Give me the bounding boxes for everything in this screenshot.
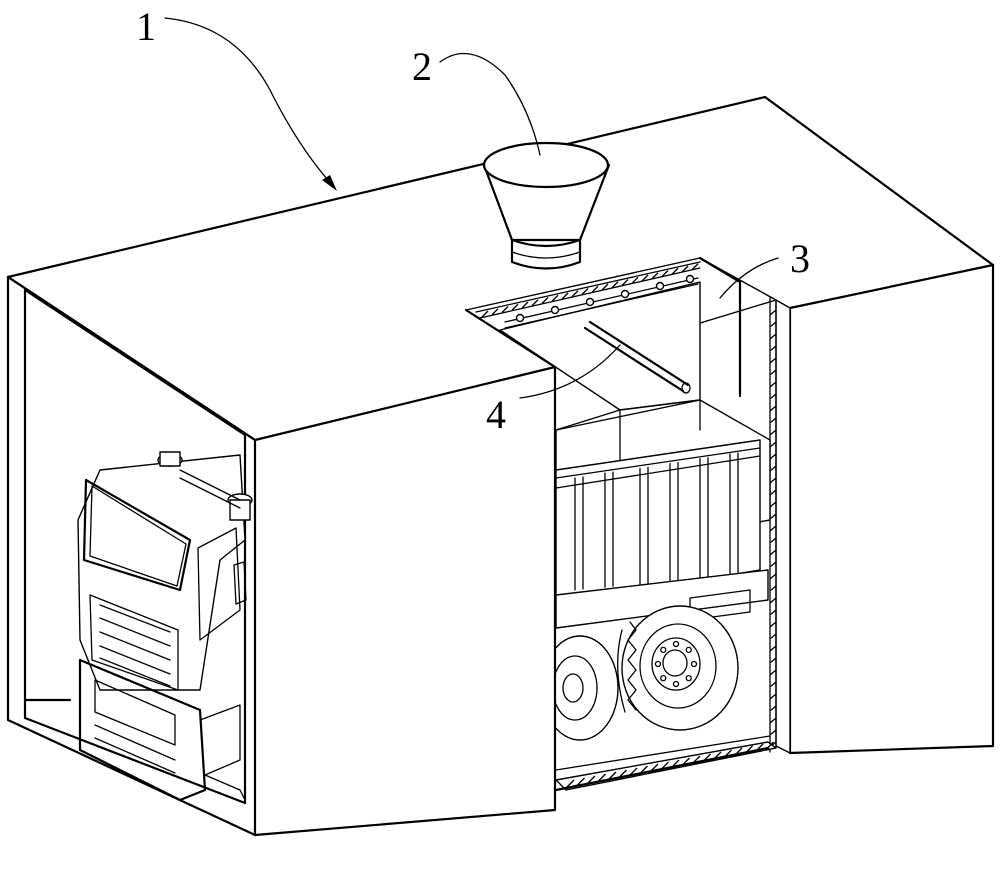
hatch-stroke	[769, 441, 777, 448]
label-2: 2	[412, 44, 432, 89]
lug-nut	[660, 674, 667, 682]
hatch-stroke	[769, 477, 777, 484]
panel-bolts	[515, 274, 695, 323]
lug-nut	[685, 674, 692, 682]
hatch-stroke	[769, 357, 777, 364]
hatch-stroke	[769, 669, 777, 676]
hatch-stroke	[661, 270, 669, 277]
hatch-stroke	[651, 272, 659, 280]
leader-lines	[164, 17, 779, 399]
roller-bolt	[655, 281, 665, 291]
hatch-stroke	[769, 513, 777, 520]
hatch-stroke	[769, 393, 777, 400]
hatch-stroke	[769, 597, 777, 604]
hatch-stroke	[641, 274, 649, 282]
dump-body-ribs	[574, 452, 739, 591]
hatch-stroke	[681, 265, 689, 273]
label-4: 4	[486, 392, 506, 437]
hatch-stroke	[769, 609, 777, 616]
hatch-stroke	[671, 267, 679, 275]
hatch-stroke	[769, 417, 777, 424]
hatch-stroke	[769, 465, 777, 472]
hatch-stroke	[601, 283, 609, 291]
top-rail-hatch	[481, 263, 699, 318]
hatch-stroke	[769, 549, 777, 556]
hatch-stroke	[769, 537, 777, 544]
hatch-stroke	[769, 621, 777, 628]
hatch-stroke	[561, 292, 569, 300]
hatch-stroke	[769, 573, 777, 580]
hatch-stroke	[769, 309, 777, 316]
hatch-stroke	[581, 288, 589, 295]
hatch-stroke	[769, 333, 777, 340]
lug-nut	[672, 640, 680, 648]
enclosure-front-block	[6, 275, 557, 837]
roller-bolt	[620, 289, 630, 299]
hatch-stroke	[541, 297, 549, 304]
hatch-stroke	[769, 381, 777, 388]
hatch-stroke	[769, 345, 777, 352]
hatch-stroke	[631, 276, 639, 284]
hatch-stroke	[611, 281, 619, 289]
roller-bolt	[585, 297, 595, 307]
lug-nut	[672, 680, 680, 688]
front-block-face	[253, 365, 557, 837]
hatch-stroke	[769, 369, 777, 376]
hatch-stroke	[769, 429, 777, 436]
hatch-stroke	[531, 299, 539, 307]
hatch-stroke	[591, 285, 599, 293]
hatch-stroke	[769, 489, 777, 496]
hatch-stroke	[769, 525, 777, 532]
lug-nut	[690, 660, 698, 668]
hatch-stroke	[481, 310, 489, 318]
hatch-stroke	[501, 306, 509, 313]
hatch-stroke	[691, 263, 699, 271]
enclosure-back-block	[6, 95, 995, 755]
lug-nut	[654, 660, 662, 668]
hatch-stroke	[769, 453, 777, 460]
label-3: 3	[790, 236, 810, 281]
hatch-stroke	[769, 657, 777, 664]
hatch-stroke	[769, 501, 777, 508]
truck	[541, 399, 771, 741]
lug-nut	[685, 646, 692, 654]
leader-arrow	[322, 175, 337, 191]
lug-nut	[660, 646, 667, 654]
hatch-stroke	[621, 279, 629, 286]
hatch-stroke	[769, 321, 777, 328]
roller-bolt	[685, 274, 695, 284]
hopper	[482, 141, 611, 270]
hatch-stroke	[491, 308, 499, 316]
part-labels: 1 2 3 4	[136, 4, 810, 437]
hatch-stroke	[769, 561, 777, 568]
wheel-lugs	[654, 640, 698, 688]
hatch-stroke	[769, 729, 777, 736]
hatch-stroke	[769, 633, 777, 640]
hatch-stroke	[521, 301, 529, 309]
right-wall-hatch	[769, 309, 777, 748]
spray-pipe	[583, 320, 691, 394]
hatch-stroke	[769, 693, 777, 700]
hatch-stroke	[571, 290, 579, 298]
roller-bolt	[515, 313, 525, 323]
rear-wheel-front	[617, 605, 739, 731]
hatch-stroke	[769, 645, 777, 652]
hatch-stroke	[769, 681, 777, 688]
hatch-stroke	[769, 585, 777, 592]
hatch-stroke	[769, 717, 777, 724]
hatch-stroke	[551, 294, 559, 302]
label-1: 1	[136, 4, 156, 49]
roller-bolt	[550, 305, 560, 315]
hatch-stroke	[769, 405, 777, 412]
hatch-stroke	[769, 705, 777, 712]
hatch-stroke	[511, 303, 519, 311]
truck-cab	[77, 451, 253, 802]
